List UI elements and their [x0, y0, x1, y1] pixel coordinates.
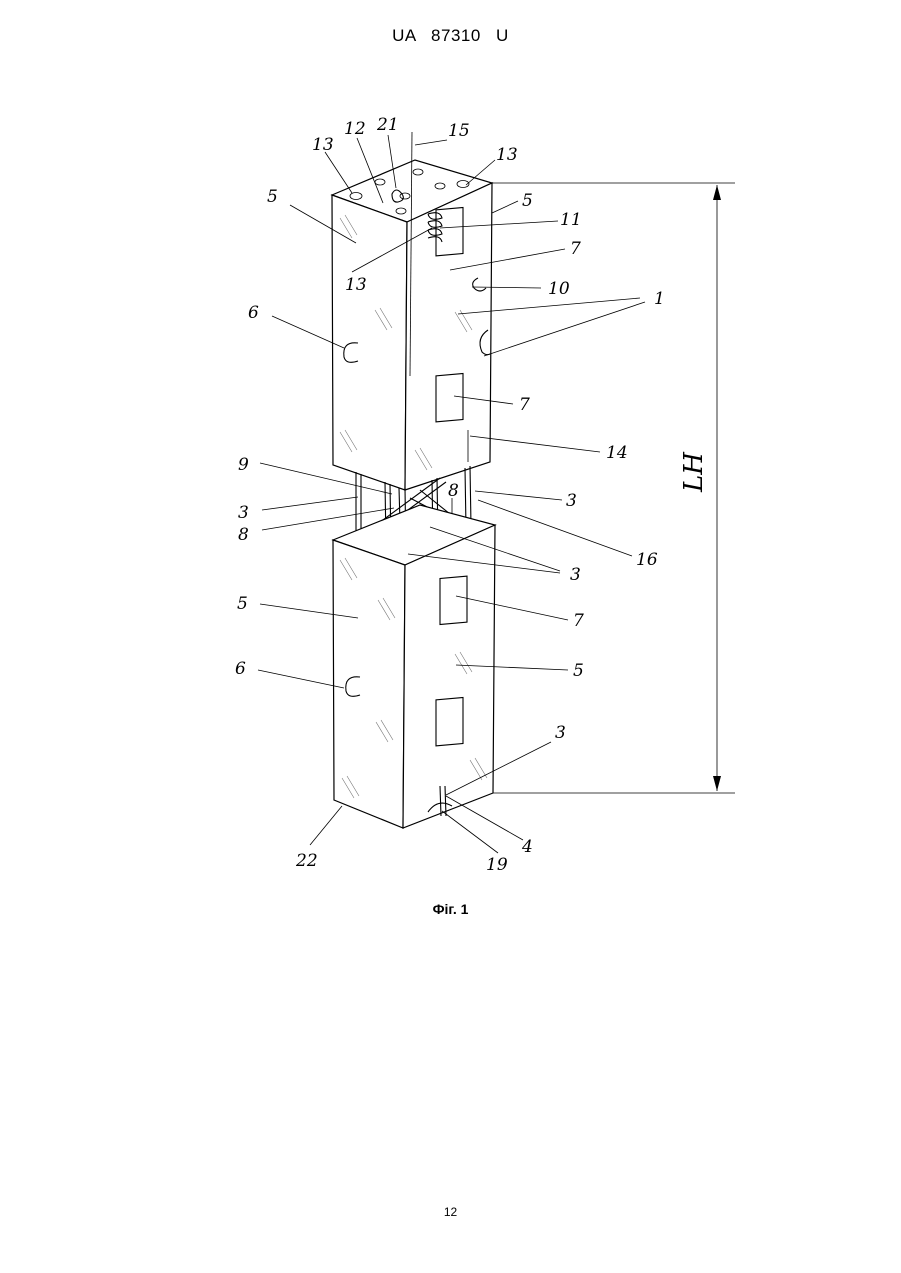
label-5-c: 5 — [237, 594, 248, 614]
lower-block-right-face — [403, 525, 495, 828]
page-number: 12 — [0, 1205, 901, 1219]
label-3-a: 3 — [238, 503, 249, 523]
upper-block-right-face — [405, 183, 492, 490]
label-12: 12 — [344, 119, 366, 139]
label-8-a: 8 — [238, 525, 249, 545]
dimension-lh-label: LH — [679, 451, 709, 493]
lower-block-left-face — [333, 540, 405, 828]
dimension-lh: LH — [492, 183, 735, 793]
label-22: 22 — [295, 851, 318, 871]
label-16: 16 — [636, 550, 658, 570]
label-7-b: 7 — [519, 395, 530, 415]
label-6-a: 6 — [248, 303, 259, 323]
label-10: 10 — [548, 279, 570, 299]
label-4: 4 — [521, 837, 533, 857]
label-9: 9 — [238, 455, 249, 475]
label-5-a: 5 — [267, 187, 278, 207]
label-6-b: 6 — [235, 659, 246, 679]
label-13-b: 13 — [496, 145, 518, 165]
label-7-a: 7 — [570, 239, 581, 259]
upper-block-left-face — [332, 195, 407, 490]
label-5-b: 5 — [522, 191, 533, 211]
figure-caption: Фіг. 1 — [0, 901, 901, 917]
label-13-a: 13 — [312, 135, 334, 155]
label-1: 1 — [654, 289, 665, 309]
label-11: 11 — [560, 210, 582, 230]
label-3-b: 3 — [566, 491, 577, 511]
label-3-d: 3 — [555, 723, 566, 743]
label-15: 15 — [448, 121, 470, 141]
label-21: 21 — [376, 115, 399, 135]
label-5-d: 5 — [573, 661, 584, 681]
label-3-c: 3 — [570, 565, 581, 585]
label-19: 19 — [486, 855, 508, 875]
lower-block — [333, 505, 495, 828]
label-8-b: 8 — [448, 481, 459, 501]
label-7-c: 7 — [573, 611, 584, 631]
label-13-c: 13 — [345, 275, 367, 295]
upper-block — [332, 132, 492, 490]
label-14: 14 — [606, 443, 628, 463]
